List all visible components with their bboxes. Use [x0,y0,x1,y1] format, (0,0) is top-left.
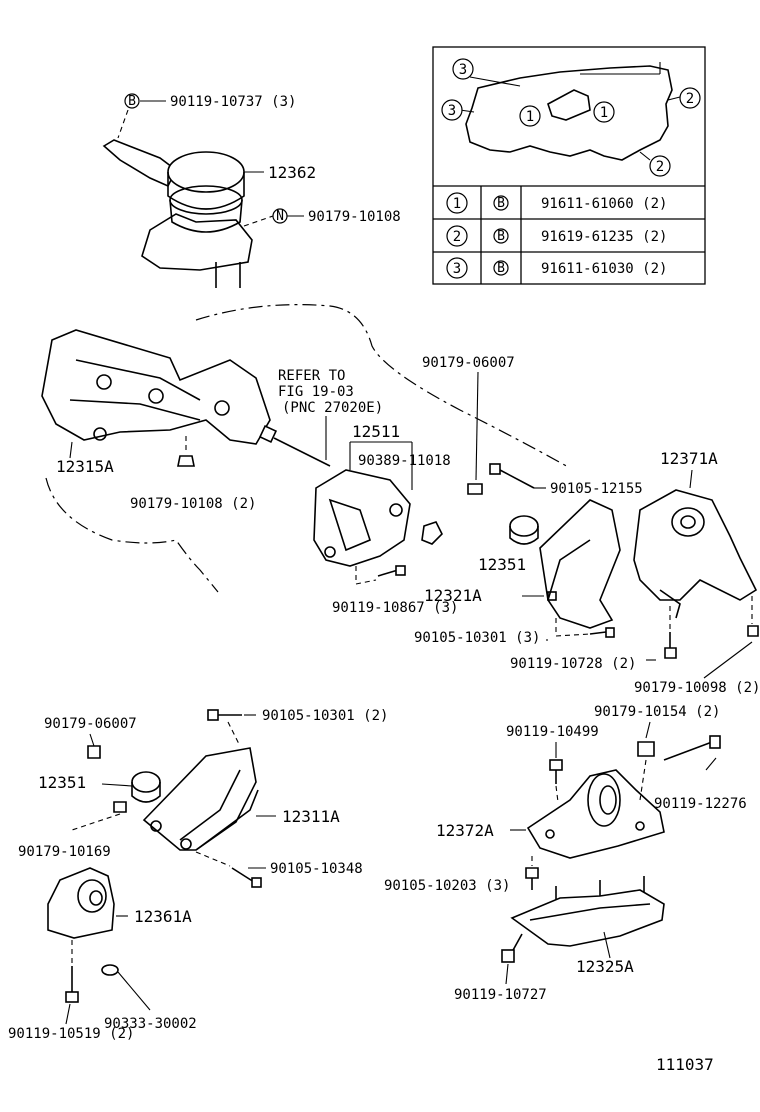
callout-2a-text: 2 [686,91,694,107]
gasket-plate [465,65,673,161]
bolt-90119-10499 [549,759,563,784]
row2-num-circle [446,225,468,247]
bolt-90119-12276 [663,735,721,761]
mount-12361a: 12361A [47,867,192,939]
callout-1a-text: 1 [526,109,534,125]
label-90179-10169: 90179-10169 [18,844,111,860]
row2-mark: B [497,229,505,244]
callout-2b-text: 2 [656,159,664,175]
label-90119-10519: 90119-10519 (2) [8,1026,134,1042]
label-90333-30002: 90333-30002 [104,1016,197,1032]
label-90179-10154: 90179-10154 (2) [594,704,720,720]
label-12315a: 12315A [56,457,114,476]
callout-3b-text: 3 [448,103,456,119]
label-90179-06007-a: 90179-06007 [422,355,515,371]
label-90179-10108: 90179-10108 [308,209,401,225]
bracket-12325a: 12325A [510,876,665,976]
label-12351-b: 12351 [38,773,86,792]
bracket-12311a: 12311A [142,747,340,851]
label-12351-a: 12351 [478,555,526,574]
long-bolt [258,424,331,467]
bolt-90119-10867 [377,565,406,577]
bolt-90119-10727 [501,933,523,963]
mount-arm [102,139,178,188]
row2-part: 91619-61235 (2) [541,229,667,245]
row1-mark: B [497,196,505,211]
cap-90333-30002 [101,964,119,976]
callout-2a [679,87,701,109]
marker-n-text: N [276,209,284,224]
row3-num-circle [446,257,468,279]
label-12371a: 12371A [660,449,718,468]
bolt-90105-10203 [525,867,539,890]
bolt-90119-10519 [65,966,79,1003]
callout-3a-text: 3 [459,62,467,78]
label-12321a: 12321A [424,586,482,605]
row2-mark-circle [493,228,509,244]
callout-2b [649,155,671,177]
engine-outline-line [195,304,571,469]
label-12372a: 12372A [436,821,494,840]
callout-3b [441,99,463,121]
label-90119-10727: 90119-10727 [454,987,547,1003]
label-90105-10203: 90105-10203 (3) [384,878,510,894]
bushing-12351-a [509,515,539,545]
callout-1b [593,101,615,123]
marker-b-text: B [128,94,136,109]
diagram-id: 111037 [656,1055,714,1074]
bolt-90105-10348 [231,867,262,888]
mount-12372a: 12372A [436,769,665,859]
label-90179-10098: 90179-10098 (2) [634,680,760,696]
label-90389-11018: 90389-11018 [358,453,451,469]
label-90105-10301-2: 90105-10301 (2) [262,708,388,724]
label-90105-10301-3: 90105-10301 (3) [414,630,540,646]
row1-mark-circle [493,195,509,211]
label-12325a: 12325A [576,957,634,976]
callout-1a [519,105,541,127]
row2-num: 2 [453,229,461,245]
label-12511: 12511 [352,422,400,441]
label-90119-10728: 90119-10728 (2) [510,656,636,672]
inset-box: 3 3 1 1 2 2 1 B 91611-61060 (2) 2 B 9161… [432,46,706,285]
label-12361a: 12361A [134,907,192,926]
row3-num: 3 [453,261,461,277]
bushing-12351-b [131,771,161,803]
row1-num: 1 [453,196,461,212]
label-90105-10348: 90105-10348 [270,861,363,877]
label-90119-10867: 90119-10867 (3) [332,600,458,616]
row3-mark-circle [493,260,509,276]
label-90119-12276: 90119-12276 [654,796,747,812]
mount-12371a: 12371A [633,449,759,659]
bracket-12321a: 12321A [424,499,621,638]
bracket-12511: 12511 90389-11018 90119-10867 (3) [313,422,458,616]
bolt-90105-10301 [207,709,242,721]
row1-part: 91611-61060 (2) [541,196,667,212]
engine-mount-12362: B 90119-10737 (3) 12362 N 90179-10108 [102,93,401,288]
label-90179-06007-b: 90179-06007 [44,716,137,732]
label-90105-12155: 90105-12155 [550,481,643,497]
label-12311a: 12311A [282,807,340,826]
row3-mark: B [497,261,505,276]
bolt-90105-12155 [489,463,535,489]
callout-1b-text: 1 [600,105,608,121]
callout-3a [452,58,474,80]
label-refer-pnc: (PNC 27020E) [282,400,383,416]
label-refer-fig: FIG 19-03 [278,384,354,400]
label-12362: 12362 [268,163,316,182]
label-90179-10108-2: 90179-10108 (2) [130,496,256,512]
label-refer-to: REFER TO [278,368,345,384]
marker-b [124,93,140,109]
row1-num-circle [446,192,468,214]
label-90119-10499: 90119-10499 [506,724,599,740]
row3-part: 91611-61030 (2) [541,261,667,277]
bracket-12315a: 12315A 90179-10108 (2) [41,329,271,512]
label-90119-10737: 90119-10737 (3) [170,94,296,110]
